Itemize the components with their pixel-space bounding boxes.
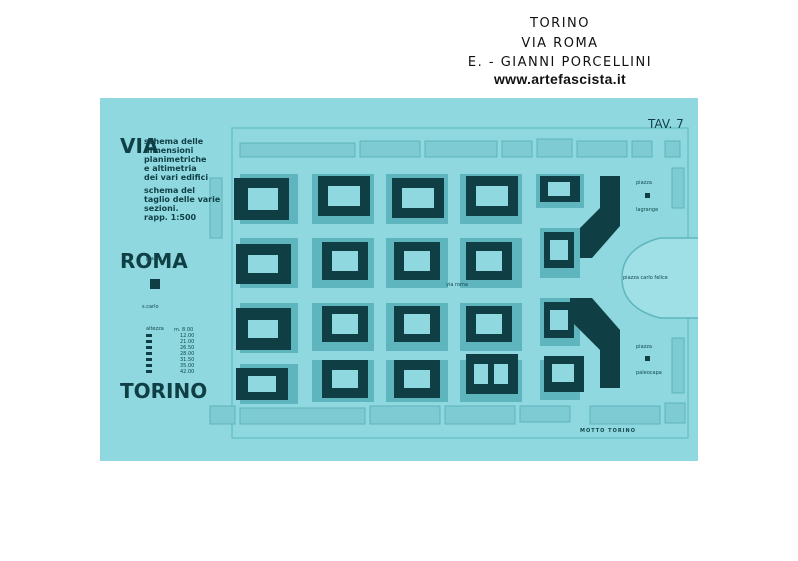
description-block: schema delle dimensioni planimetriche e …: [144, 137, 221, 222]
label-piazza: piazza: [146, 256, 162, 262]
right-edge-block-top: [671, 167, 685, 209]
tav-label: TAV. 7: [647, 117, 684, 131]
caption-website[interactable]: www.artefascista.it: [493, 71, 626, 87]
svg-text:taglio delle varie: taglio delle varie: [144, 195, 221, 204]
svg-text:31.50: 31.50: [180, 357, 194, 363]
label-via-roma: via roma: [446, 282, 468, 288]
svg-text:schema del: schema del: [144, 186, 195, 195]
label-lagrange-2: lagrange: [636, 207, 658, 213]
caption-street: VIA ROMA: [521, 36, 599, 51]
architectural-plate: VIA ROMA TORINO schema delle dimensioni …: [100, 98, 698, 461]
label-scarlo: s.carlo: [142, 304, 159, 310]
label-carlo-felice: piazza carlo felice: [623, 275, 668, 281]
svg-text:26.50: 26.50: [180, 345, 194, 351]
vertical-title-roma: ROMA: [120, 249, 188, 273]
building-blocks: [234, 174, 620, 404]
svg-text:e altimetria: e altimetria: [144, 164, 197, 173]
motto-label: MOTTO TORINO: [580, 428, 636, 434]
marker-lagrange: [645, 193, 650, 198]
legend-text: altezza m. 8.00 12.00 21.00 26.50 28.00 …: [146, 326, 194, 375]
svg-text:12.00: 12.00: [180, 333, 194, 339]
svg-text:dimensioni: dimensioni: [144, 146, 194, 155]
vertical-title: VIA ROMA TORINO: [120, 134, 207, 403]
marker-paleocapa: [645, 356, 650, 361]
svg-text:sezioni.: sezioni.: [144, 204, 179, 213]
right-edge-block-bottom: [671, 337, 685, 394]
bottom-street-blocks: [209, 402, 686, 425]
legend-bars: [146, 334, 152, 373]
caption-city: TORINO: [530, 16, 590, 31]
svg-text:21.00: 21.00: [180, 339, 194, 345]
svg-text:planimetriche: planimetriche: [144, 155, 207, 164]
svg-text:rapp. 1:500: rapp. 1:500: [144, 213, 197, 222]
plan-drawing: VIA ROMA TORINO schema delle dimensioni …: [120, 117, 698, 439]
vertical-title-torino: TORINO: [120, 379, 207, 403]
label-lagrange-1: piazza: [636, 180, 652, 186]
vertical-title-via: VIA: [120, 134, 159, 158]
svg-text:28.00: 28.00: [180, 351, 194, 357]
label-paleocapa-1: piazza: [636, 344, 652, 350]
svg-text:dei vari edifici: dei vari edifici: [144, 173, 208, 182]
plan-labels: piazza s.carlo via roma piazza lagrange …: [142, 180, 668, 376]
top-street-blocks: [239, 138, 681, 158]
legend-title: altezza: [146, 326, 164, 332]
svg-text:35.00: 35.00: [180, 363, 194, 369]
svg-text:schema delle: schema delle: [144, 137, 204, 146]
piazza-key-square: [150, 279, 160, 289]
svg-text:42.00: 42.00: [180, 369, 194, 375]
svg-text:m. 8.00: m. 8.00: [174, 327, 193, 333]
left-edge-block: [209, 177, 223, 239]
label-paleocapa-2: paleocapa: [636, 370, 662, 376]
piazza-carlo-felice-shape: [621, 237, 698, 319]
caption-author: E. - GIANNI PORCELLINI: [467, 55, 653, 70]
